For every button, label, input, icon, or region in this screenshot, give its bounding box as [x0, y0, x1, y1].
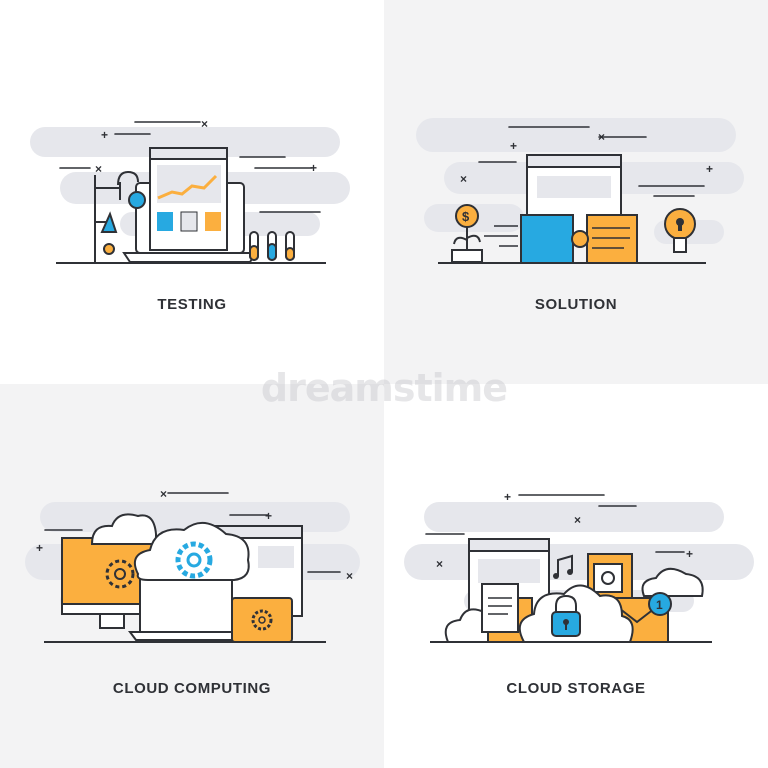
testing-illustration: + × + ×: [30, 117, 350, 264]
panel-title: CLOUD STORAGE: [506, 680, 646, 697]
svg-text:+: +: [686, 547, 693, 561]
cloud-storage-panel: + × × + 1: [384, 384, 768, 768]
svg-text:+: +: [36, 541, 43, 555]
panel-title: TESTING: [157, 296, 227, 313]
svg-text:×: ×: [598, 130, 605, 144]
cloud-storage-illustration: + × × + 1: [404, 490, 754, 643]
testing-panel: + × + ×: [0, 0, 384, 384]
solution-panel: + × × + $ SOLUTION: [384, 0, 768, 384]
svg-text:$: $: [462, 209, 470, 224]
svg-text:×: ×: [201, 117, 208, 131]
svg-text:+: +: [510, 139, 517, 153]
svg-text:×: ×: [574, 513, 581, 527]
svg-text:+: +: [310, 161, 317, 175]
cloud-computing-illustration: × + + ×: [25, 487, 360, 643]
svg-text:+: +: [504, 490, 511, 504]
svg-text:×: ×: [436, 557, 443, 571]
solution-illustration: + × × + $: [416, 118, 744, 264]
svg-text:×: ×: [346, 569, 353, 583]
cloud-computing-panel: × + + × CLOUD COMPUTING: [0, 384, 384, 768]
svg-text:1: 1: [656, 598, 663, 612]
panel-title: SOLUTION: [534, 296, 618, 313]
svg-text:×: ×: [460, 172, 467, 186]
panel-title: CLOUD COMPUTING: [112, 680, 272, 697]
svg-text:+: +: [265, 509, 272, 523]
svg-text:×: ×: [95, 162, 102, 176]
svg-text:+: +: [706, 162, 713, 176]
svg-text:×: ×: [160, 487, 167, 501]
svg-text:+: +: [101, 128, 108, 142]
